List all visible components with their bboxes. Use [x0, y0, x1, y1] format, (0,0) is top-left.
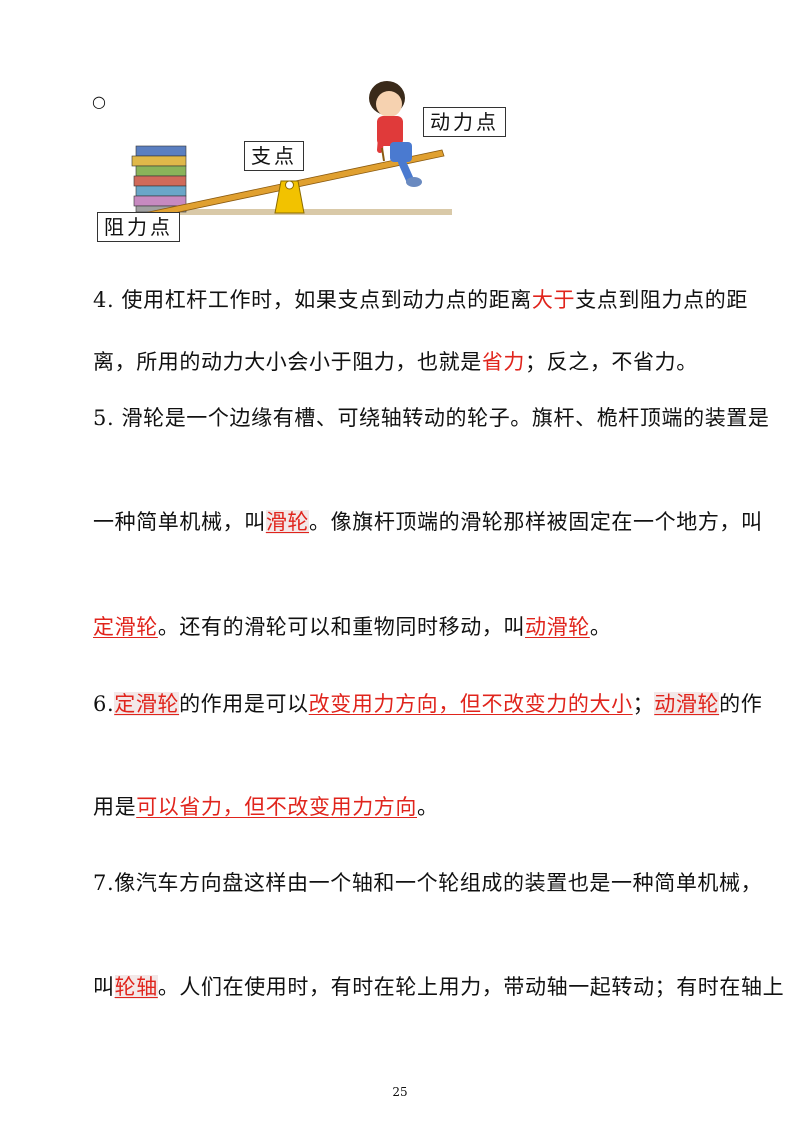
answer-movable-pulley-2: 动滑轮	[654, 692, 720, 716]
text-segment: 。像旗杆顶端的滑轮那样被固定在一个地方，叫	[309, 510, 763, 534]
text-line-5: 定滑轮。还有的滑轮可以和重物同时移动，叫动滑轮。	[93, 613, 713, 641]
text-segment: 6.	[93, 692, 115, 716]
text-line-7: 用是可以省力，但不改变用力方向。	[93, 793, 713, 821]
page-number: 25	[392, 1085, 408, 1099]
lever-handle	[381, 147, 385, 162]
text-line-3: 5. 滑轮是一个边缘有槽、可绕轴转动的轮子。旗杆、桅杆顶端的装置是	[93, 404, 769, 432]
text-segment: 用是	[93, 795, 137, 819]
answer-fixed-pulley-2: 定滑轮	[114, 692, 180, 716]
text-line-9: 叫轮轴。人们在使用时，有时在轮上用力，带动轴一起转动；有时在轴上	[93, 973, 784, 1001]
circle-mark: ○	[92, 92, 106, 111]
answer-movable-pulley: 动滑轮	[525, 615, 590, 639]
lever-illustration	[131, 81, 452, 220]
text-segment: ；	[632, 692, 655, 716]
text-line-4: 一种简单机械，叫滑轮。像旗杆顶端的滑轮那样被固定在一个地方，叫	[93, 508, 762, 536]
text-segment: 4. 使用杠杆工作时，如果支点到动力点的距离	[93, 288, 532, 312]
text-line-6: 6.定滑轮的作用是可以改变用力方向，但不改变力的大小；动滑轮的作	[93, 690, 762, 718]
answer-fixed-pulley: 定滑轮	[93, 615, 158, 639]
fulcrum-icon	[274, 180, 305, 214]
text-segment: ；反之，不省力。	[525, 350, 698, 374]
text-line-1: 4. 使用杠杆工作时，如果支点到动力点的距离大于支点到阻力点的距	[93, 286, 747, 314]
answer-wheel-axle: 轮轴	[114, 975, 158, 999]
label-fulcrum: 支点	[244, 141, 304, 171]
boy-figure-icon	[369, 81, 422, 187]
text-line-2: 离，所用的动力大小会小于阻力，也就是省力；反之，不省力。	[93, 348, 713, 376]
ground	[172, 209, 452, 215]
answer-save-force: 省力	[481, 350, 526, 374]
answer-fixed-pulley-function: 改变用力方向，但不改变力的大小	[308, 692, 633, 716]
text-segment: 。还有的滑轮可以和重物同时移动，叫	[157, 615, 526, 639]
text-segment: 的作	[719, 692, 763, 716]
text-segment: 。	[417, 795, 439, 819]
text-segment: 支点到阻力点的距	[575, 288, 748, 312]
label-effort: 动力点	[423, 107, 506, 137]
answer-movable-pulley-function: 可以省力，但不改变用力方向	[136, 795, 418, 819]
text-segment: 的作用是可以	[179, 692, 309, 716]
text-segment: 。	[589, 615, 612, 639]
text-segment: 7.像汽车方向盘这样由一个轴和一个轮组成的装置也是一种简单机械，	[93, 871, 763, 895]
label-load: 阻力点	[97, 212, 180, 242]
book-stack-icon	[131, 145, 187, 213]
text-segment: 离，所用的动力大小会小于阻力，也就是	[93, 350, 482, 374]
answer-greater-than: 大于	[531, 288, 576, 312]
text-segment: 5. 滑轮是一个边缘有槽、可绕轴转动的轮子。旗杆、桅杆顶端的装置是	[93, 406, 770, 430]
answer-pulley: 滑轮	[265, 510, 310, 534]
text-line-8: 7.像汽车方向盘这样由一个轴和一个轮组成的装置也是一种简单机械，	[93, 869, 762, 897]
text-segment: 。人们在使用时，有时在轮上用力，带动轴一起转动；有时在轴上	[157, 975, 785, 999]
text-segment: 一种简单机械，叫	[93, 510, 266, 534]
text-segment: 叫	[93, 975, 115, 999]
